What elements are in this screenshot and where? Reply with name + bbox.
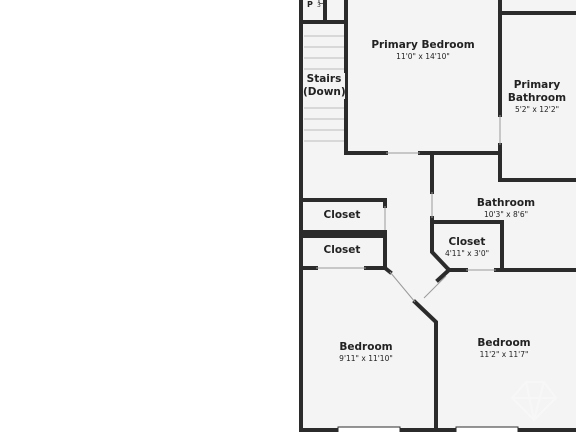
cut-off-room-line2: C: [318, 0, 324, 6]
cut-off-room-line3: 3: [317, 2, 321, 9]
room-dims-primary-bedroom: 11'0" x 14'10": [396, 52, 450, 61]
room-name-closet-small: Closet: [448, 236, 486, 248]
walls: [299, 0, 576, 432]
room-label-primary-bathroom: Primary Bathroom 5'2" x 12'2": [502, 79, 572, 114]
room-label-bedroom-right: Bedroom 11'2" x 11'7": [440, 337, 568, 359]
room-dims-closet-small: 4'11" x 3'0": [444, 249, 490, 258]
room-name-bathroom: Bathroom: [476, 197, 536, 209]
diamond-logo-icon: [510, 381, 558, 422]
room-label-closet-small: Closet 4'11" x 3'0": [435, 236, 499, 258]
room-dims-primary-bathroom: 5'2" x 12'2": [514, 105, 560, 114]
room-label-closet-upper: Closet: [303, 209, 381, 222]
room-dims-bedroom-left: 9'11" x 11'10": [339, 354, 393, 363]
room-name-bedroom-left: Bedroom: [339, 341, 393, 353]
room-name-closet-upper: Closet: [323, 209, 361, 221]
room-label-primary-bedroom: Primary Bedroom 11'0" x 14'10": [348, 39, 498, 61]
room-label-bedroom-left: Bedroom 9'11" x 11'10": [303, 341, 429, 363]
stairs-label-line2: (Down): [303, 86, 346, 98]
room-name-primary-bedroom: Primary Bedroom: [371, 39, 475, 51]
room-label-stairs: Stairs (Down): [303, 73, 346, 99]
cut-off-room-dims: 3: [317, 1, 327, 10]
room-name-bedroom-right: Bedroom: [477, 337, 531, 349]
room-name-closet-lower: Closet: [323, 244, 361, 256]
windows: [337, 426, 519, 432]
room-name-primary-bathroom-line2: Bathroom: [507, 92, 567, 104]
stair-treads: [304, 35, 346, 142]
room-dims-bedroom-right: 11'2" x 11'7": [479, 350, 529, 359]
room-dims-bathroom: 10'3" x 8'6": [483, 210, 529, 219]
stairs-label-line1: Stairs: [306, 73, 342, 85]
door-openings: [316, 115, 501, 303]
cut-off-room-label: P: [307, 0, 323, 9]
room-label-closet-lower: Closet: [303, 244, 381, 257]
room-label-bathroom: Bathroom 10'3" x 8'6": [436, 197, 576, 219]
cut-off-room-line1: P: [307, 0, 313, 9]
cut-off-room-label-2: C: [318, 0, 328, 6]
room-name-primary-bathroom-line1: Primary: [513, 79, 561, 91]
